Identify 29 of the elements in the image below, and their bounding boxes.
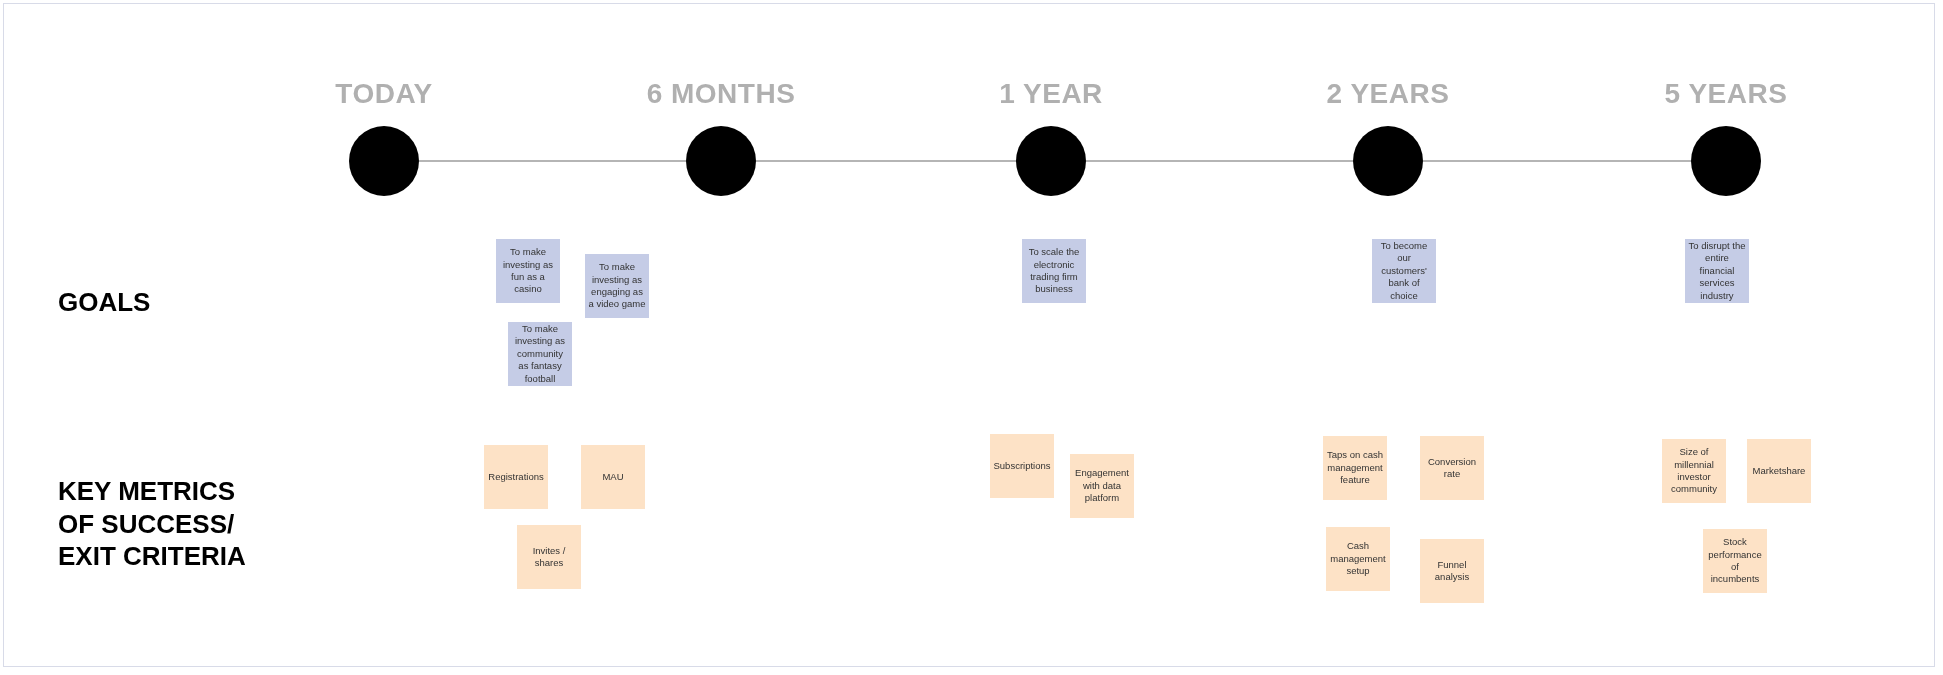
sticky-note: Size of millennial investor community [1662, 439, 1726, 503]
row-heading: KEY METRICS OF SUCCESS/ EXIT CRITERIA [58, 475, 247, 573]
row-heading: GOALS [58, 286, 152, 319]
timeline-line [1085, 160, 1354, 162]
milestone-heading: 5 YEARS [1664, 78, 1788, 110]
sticky-note: MAU [581, 445, 645, 509]
sticky-note: Invites / shares [517, 525, 581, 589]
timeline-line [1422, 160, 1692, 162]
milestone-heading: TODAY [335, 78, 433, 110]
timeline-line [755, 160, 1017, 162]
milestone-heading: 1 YEAR [999, 78, 1103, 110]
sticky-note: Stock performance of incumbents [1703, 529, 1767, 593]
sticky-note: Conversion rate [1420, 436, 1484, 500]
sticky-note: Taps on cash management feature [1323, 436, 1387, 500]
sticky-note: Registrations [484, 445, 548, 509]
sticky-note: Subscriptions [990, 434, 1054, 498]
sticky-note: To make investing as fun as a casino [496, 239, 560, 303]
sticky-note: Engagement with data platform [1070, 454, 1134, 518]
milestone-heading: 2 YEARS [1326, 78, 1450, 110]
sticky-note: To make investing as engaging as a video game [585, 254, 649, 318]
sticky-note: To make investing as community as fantasy football [508, 322, 572, 386]
milestone-heading: 6 MONTHS [646, 78, 796, 110]
sticky-note: To scale the electronic trading firm business [1022, 239, 1086, 303]
sticky-note: Cash management setup [1326, 527, 1390, 591]
timeline-line [418, 160, 687, 162]
sticky-note: Marketshare [1747, 439, 1811, 503]
sticky-note: To disrupt the entire financial services industry [1685, 239, 1749, 303]
sticky-note: To become our customers' bank of choice [1372, 239, 1436, 303]
sticky-note: Funnel analysis [1420, 539, 1484, 603]
